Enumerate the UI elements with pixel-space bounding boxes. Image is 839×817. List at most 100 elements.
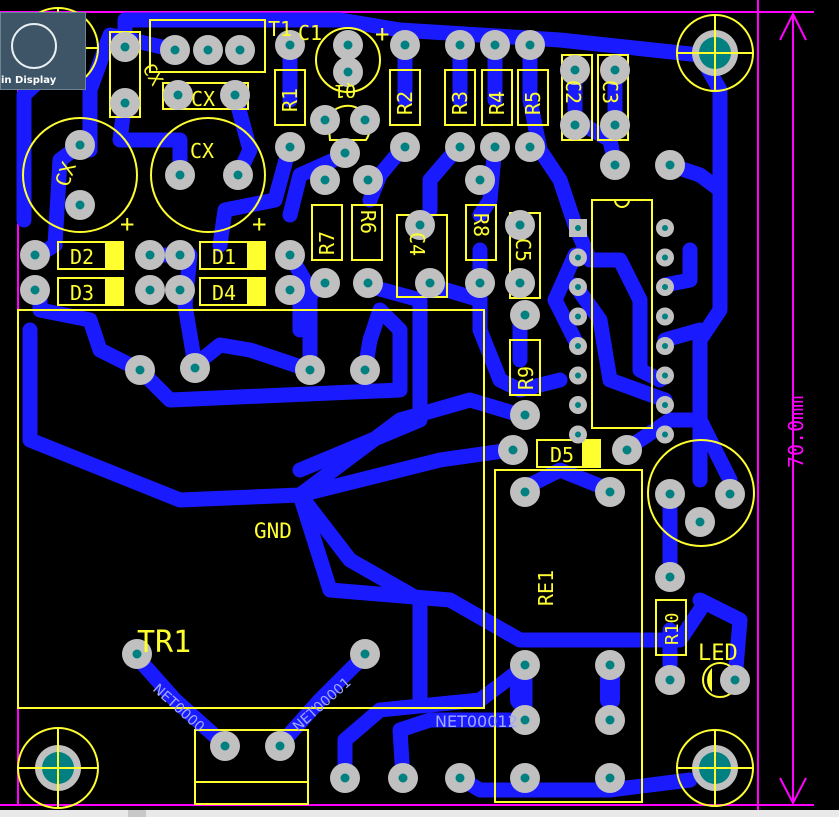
label-r8: R8 — [469, 213, 493, 237]
label-r2: R2 — [393, 91, 417, 115]
pad-hole — [725, 489, 735, 499]
label-r1: R1 — [278, 88, 302, 112]
pad-hole — [400, 40, 410, 50]
label-cx-mid: CX — [190, 139, 214, 163]
pad-hole — [305, 365, 315, 375]
pad-hole — [425, 278, 435, 288]
pad-hole — [730, 675, 740, 685]
diode-bands — [105, 242, 712, 692]
pad-hole — [622, 445, 632, 455]
pad-hole — [520, 487, 530, 497]
pad-hole — [610, 65, 620, 75]
label-q1: Q1 — [334, 80, 356, 101]
pad-hole — [400, 142, 410, 152]
label-t1: T1 — [268, 17, 292, 41]
label-c3: C3 — [598, 80, 622, 104]
copper-traces — [16, 12, 748, 798]
label-c1: C1 — [298, 21, 322, 45]
pad-hole — [120, 42, 130, 52]
pad-hole — [275, 741, 285, 751]
pad-hole — [360, 365, 370, 375]
pad-hole — [145, 285, 155, 295]
label-tr1: TR1 — [137, 625, 191, 660]
pad-hole — [320, 278, 330, 288]
pad-hole — [525, 142, 535, 152]
label-r6: R6 — [356, 210, 380, 234]
pad-hole — [320, 175, 330, 185]
pad-hole — [520, 715, 530, 725]
label-r7: R7 — [315, 231, 339, 255]
pad-hole — [340, 148, 350, 158]
pad-hole — [490, 40, 500, 50]
pad-hole — [320, 115, 330, 125]
pad-hole — [363, 175, 373, 185]
pad-hole — [170, 45, 180, 55]
pad-hole — [220, 741, 230, 751]
pad-hole — [233, 170, 243, 180]
pad-hole — [610, 120, 620, 130]
pad-hole — [665, 160, 675, 170]
label-led: LED — [698, 641, 738, 666]
pad-hole — [75, 200, 85, 210]
ic-pad-hole — [575, 225, 581, 231]
pad-hole — [605, 715, 615, 725]
label-c4: C4 — [405, 232, 429, 256]
dimension-line — [779, 11, 807, 806]
label-d1: D1 — [212, 245, 236, 269]
pad-hole — [343, 67, 353, 77]
label-c5: C5 — [511, 238, 535, 262]
ic-pad-hole — [662, 372, 668, 379]
label-net00001: NET00001 — [290, 675, 355, 735]
ic-pad-hole — [662, 431, 668, 438]
pad-hole — [665, 675, 675, 685]
pad-hole — [455, 773, 465, 783]
label-d4: D4 — [212, 281, 236, 305]
component-labels: T1 C1 + CX CX CX CX R1 R2 R3 R4 R5 C2 C3… — [50, 17, 738, 666]
pad-hole — [415, 220, 425, 230]
pad-hole — [570, 120, 580, 130]
tooltip-text: in Display — [1, 75, 57, 86]
label-d2: D2 — [70, 245, 94, 269]
pad-hole — [340, 773, 350, 783]
ic-pad-hole — [575, 431, 581, 438]
pad-hole — [515, 220, 525, 230]
ic-pad-hole — [575, 284, 581, 290]
ic-pad-hole — [662, 313, 668, 320]
pad-hole — [605, 660, 615, 670]
label-plus-d1: + — [252, 210, 266, 238]
pad-hole — [363, 278, 373, 288]
display-tooltip: in Display — [0, 12, 86, 90]
pad-hole — [605, 487, 615, 497]
pad-hole — [695, 517, 705, 527]
pad-hole — [175, 285, 185, 295]
label-r9: R9 — [514, 366, 538, 390]
pad-hole — [665, 572, 675, 582]
pad-hole — [360, 649, 370, 659]
label-r5: R5 — [521, 91, 545, 115]
label-r10: R10 — [662, 612, 683, 645]
scrollbar-thumb[interactable] — [128, 810, 146, 817]
label-r4: R4 — [485, 91, 509, 115]
bottom-scrollbar[interactable] — [0, 810, 839, 817]
label-gnd: GND — [254, 519, 292, 543]
pad-hole — [75, 140, 85, 150]
pad-hole — [120, 98, 130, 108]
pad-hole — [525, 40, 535, 50]
pad-hole — [520, 660, 530, 670]
pad-hole — [570, 65, 580, 75]
pad-hole — [285, 40, 295, 50]
label-r3: R3 — [448, 91, 472, 115]
component-pads — [20, 30, 750, 793]
ic-pad-hole — [662, 402, 668, 408]
pad-hole — [30, 250, 40, 260]
label-d3: D3 — [70, 281, 94, 305]
label-d5: D5 — [550, 443, 574, 467]
pad-hole — [455, 142, 465, 152]
pad-hole — [30, 285, 40, 295]
tooltip-thumbnail — [11, 23, 57, 69]
label-cx-top: CX — [191, 87, 215, 111]
ic-pad-hole — [662, 343, 668, 349]
ic-pad-hole — [575, 343, 581, 349]
pad-hole — [475, 175, 485, 185]
